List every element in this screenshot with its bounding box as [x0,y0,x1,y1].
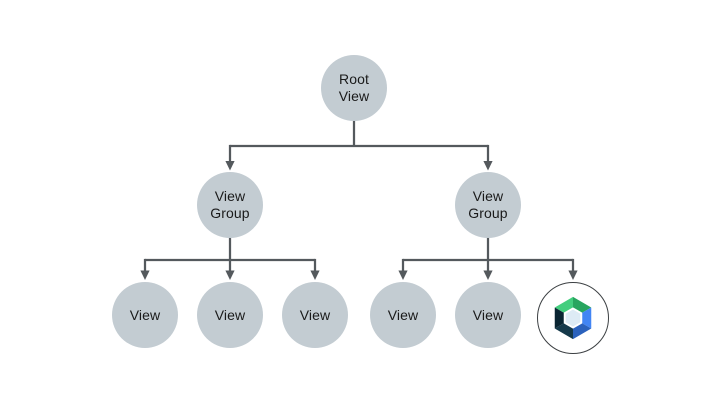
arrowheads [140,161,578,280]
arrow-down-icon [140,270,150,280]
node-label: View [472,306,504,323]
node-label: View Group [210,188,250,221]
node-label: View [387,306,419,323]
node-view-group-left: View Group [197,172,263,238]
node-label: View [129,306,161,323]
node-view-5: View [455,282,521,348]
arrow-down-icon [483,161,493,171]
node-view-4: View [370,282,436,348]
arrow-down-icon [398,270,408,280]
node-view-1: View [112,282,178,348]
node-root-view: Root View [321,55,387,121]
arrow-down-icon [568,270,578,280]
node-view-2: View [197,282,263,348]
node-view-group-right: View Group [455,172,521,238]
arrow-down-icon [225,270,235,280]
arrow-down-icon [483,270,493,280]
node-label: View [214,306,246,323]
connector-lines [143,119,575,273]
arrow-down-icon [310,270,320,280]
node-label: Root View [338,71,370,104]
arrow-down-icon [225,161,235,171]
node-compose [537,282,609,354]
node-label: View [299,306,331,323]
jetpack-compose-logo-icon [554,296,592,340]
logo-center-hexagon [563,307,583,329]
node-view-3: View [282,282,348,348]
node-label: View Group [468,188,508,221]
